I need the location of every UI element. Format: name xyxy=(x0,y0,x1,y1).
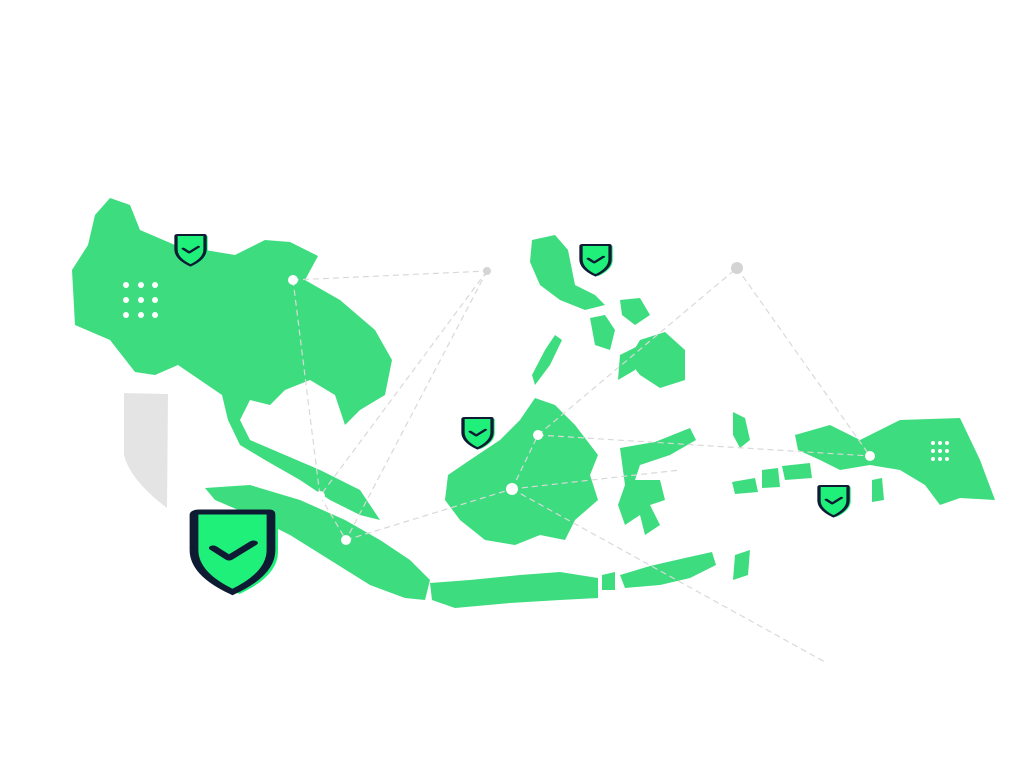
sulawesi xyxy=(618,428,696,535)
grey-backdrop-shape xyxy=(124,393,168,508)
philippines-visayas xyxy=(590,298,650,380)
dot-grid-icon xyxy=(123,282,158,318)
shield-check-icon xyxy=(817,484,853,519)
network-node-icon xyxy=(341,535,351,545)
mainland-southeast-asia xyxy=(72,198,392,520)
network-node-icon xyxy=(731,262,743,274)
shield-check-icon xyxy=(461,416,497,451)
maluku xyxy=(732,412,884,502)
network-node-icon xyxy=(533,430,543,440)
network-node-icon xyxy=(315,491,325,501)
java xyxy=(430,572,598,608)
philippines-luzon xyxy=(530,235,605,310)
network-nodes xyxy=(288,262,875,545)
papua xyxy=(795,418,995,505)
shield-check-icon xyxy=(194,512,278,594)
philippines-mindanao xyxy=(628,332,685,388)
palawan xyxy=(532,335,562,385)
network-lines xyxy=(292,267,871,663)
dot-grid-icon xyxy=(931,441,949,461)
shield-check-icon xyxy=(579,243,615,278)
network-node-icon xyxy=(506,483,518,495)
network-node-icon xyxy=(483,267,491,275)
borneo xyxy=(445,398,598,545)
network-node-icon xyxy=(865,451,875,461)
lesser-sunda-islands xyxy=(602,550,750,590)
network-node-icon xyxy=(288,275,298,285)
